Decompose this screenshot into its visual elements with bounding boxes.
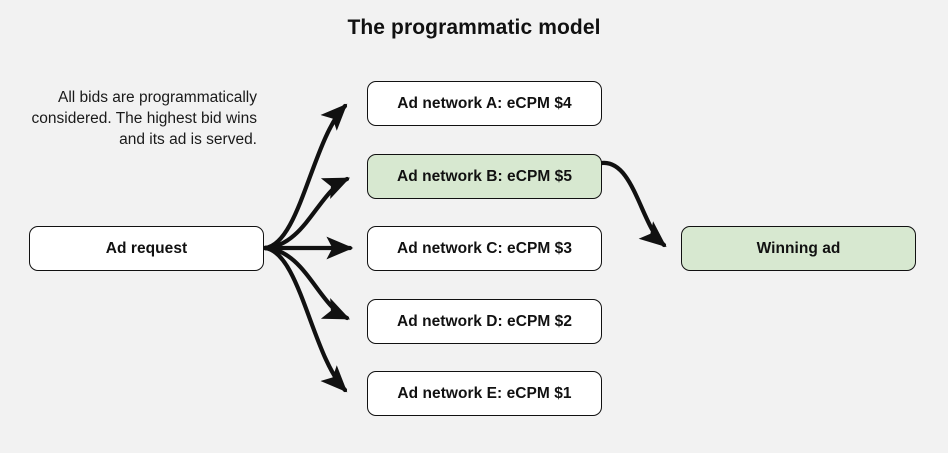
- node-winning-ad[interactable]: Winning ad: [681, 226, 916, 271]
- page-title: The programmatic model: [347, 16, 601, 39]
- node-ad-network-d[interactable]: Ad network D: eCPM $2: [367, 299, 602, 344]
- node-ad-network-e-label: Ad network E: eCPM $1: [397, 384, 572, 402]
- edge-request-to-network-b: [262, 176, 351, 251]
- node-ad-network-d-label: Ad network D: eCPM $2: [396, 312, 573, 330]
- node-ad-network-a[interactable]: Ad network A: eCPM $4: [367, 81, 602, 126]
- node-ad-network-b[interactable]: Ad network B: eCPM $5: [367, 154, 602, 199]
- node-ad-network-b-label: Ad network B: eCPM $5: [396, 167, 573, 185]
- node-ad-network-c[interactable]: Ad network C: eCPM $3: [367, 226, 602, 271]
- node-ad-request-label: Ad request: [105, 239, 188, 257]
- edge-request-to-network-e: [262, 245, 348, 393]
- edge-network-b-to-winning-ad: [599, 160, 667, 248]
- node-ad-network-c-label: Ad network C: eCPM $3: [396, 239, 573, 257]
- node-winning-ad-label: Winning ad: [756, 239, 841, 257]
- side-note-text: All bids are programmatically considered…: [31, 89, 257, 148]
- node-ad-request[interactable]: Ad request: [29, 226, 264, 271]
- node-ad-network-a-label: Ad network A: eCPM $4: [397, 94, 572, 112]
- edge-request-to-network-a: [262, 103, 348, 251]
- node-ad-network-e[interactable]: Ad network E: eCPM $1: [367, 371, 602, 416]
- edge-request-to-network-d: [262, 245, 351, 321]
